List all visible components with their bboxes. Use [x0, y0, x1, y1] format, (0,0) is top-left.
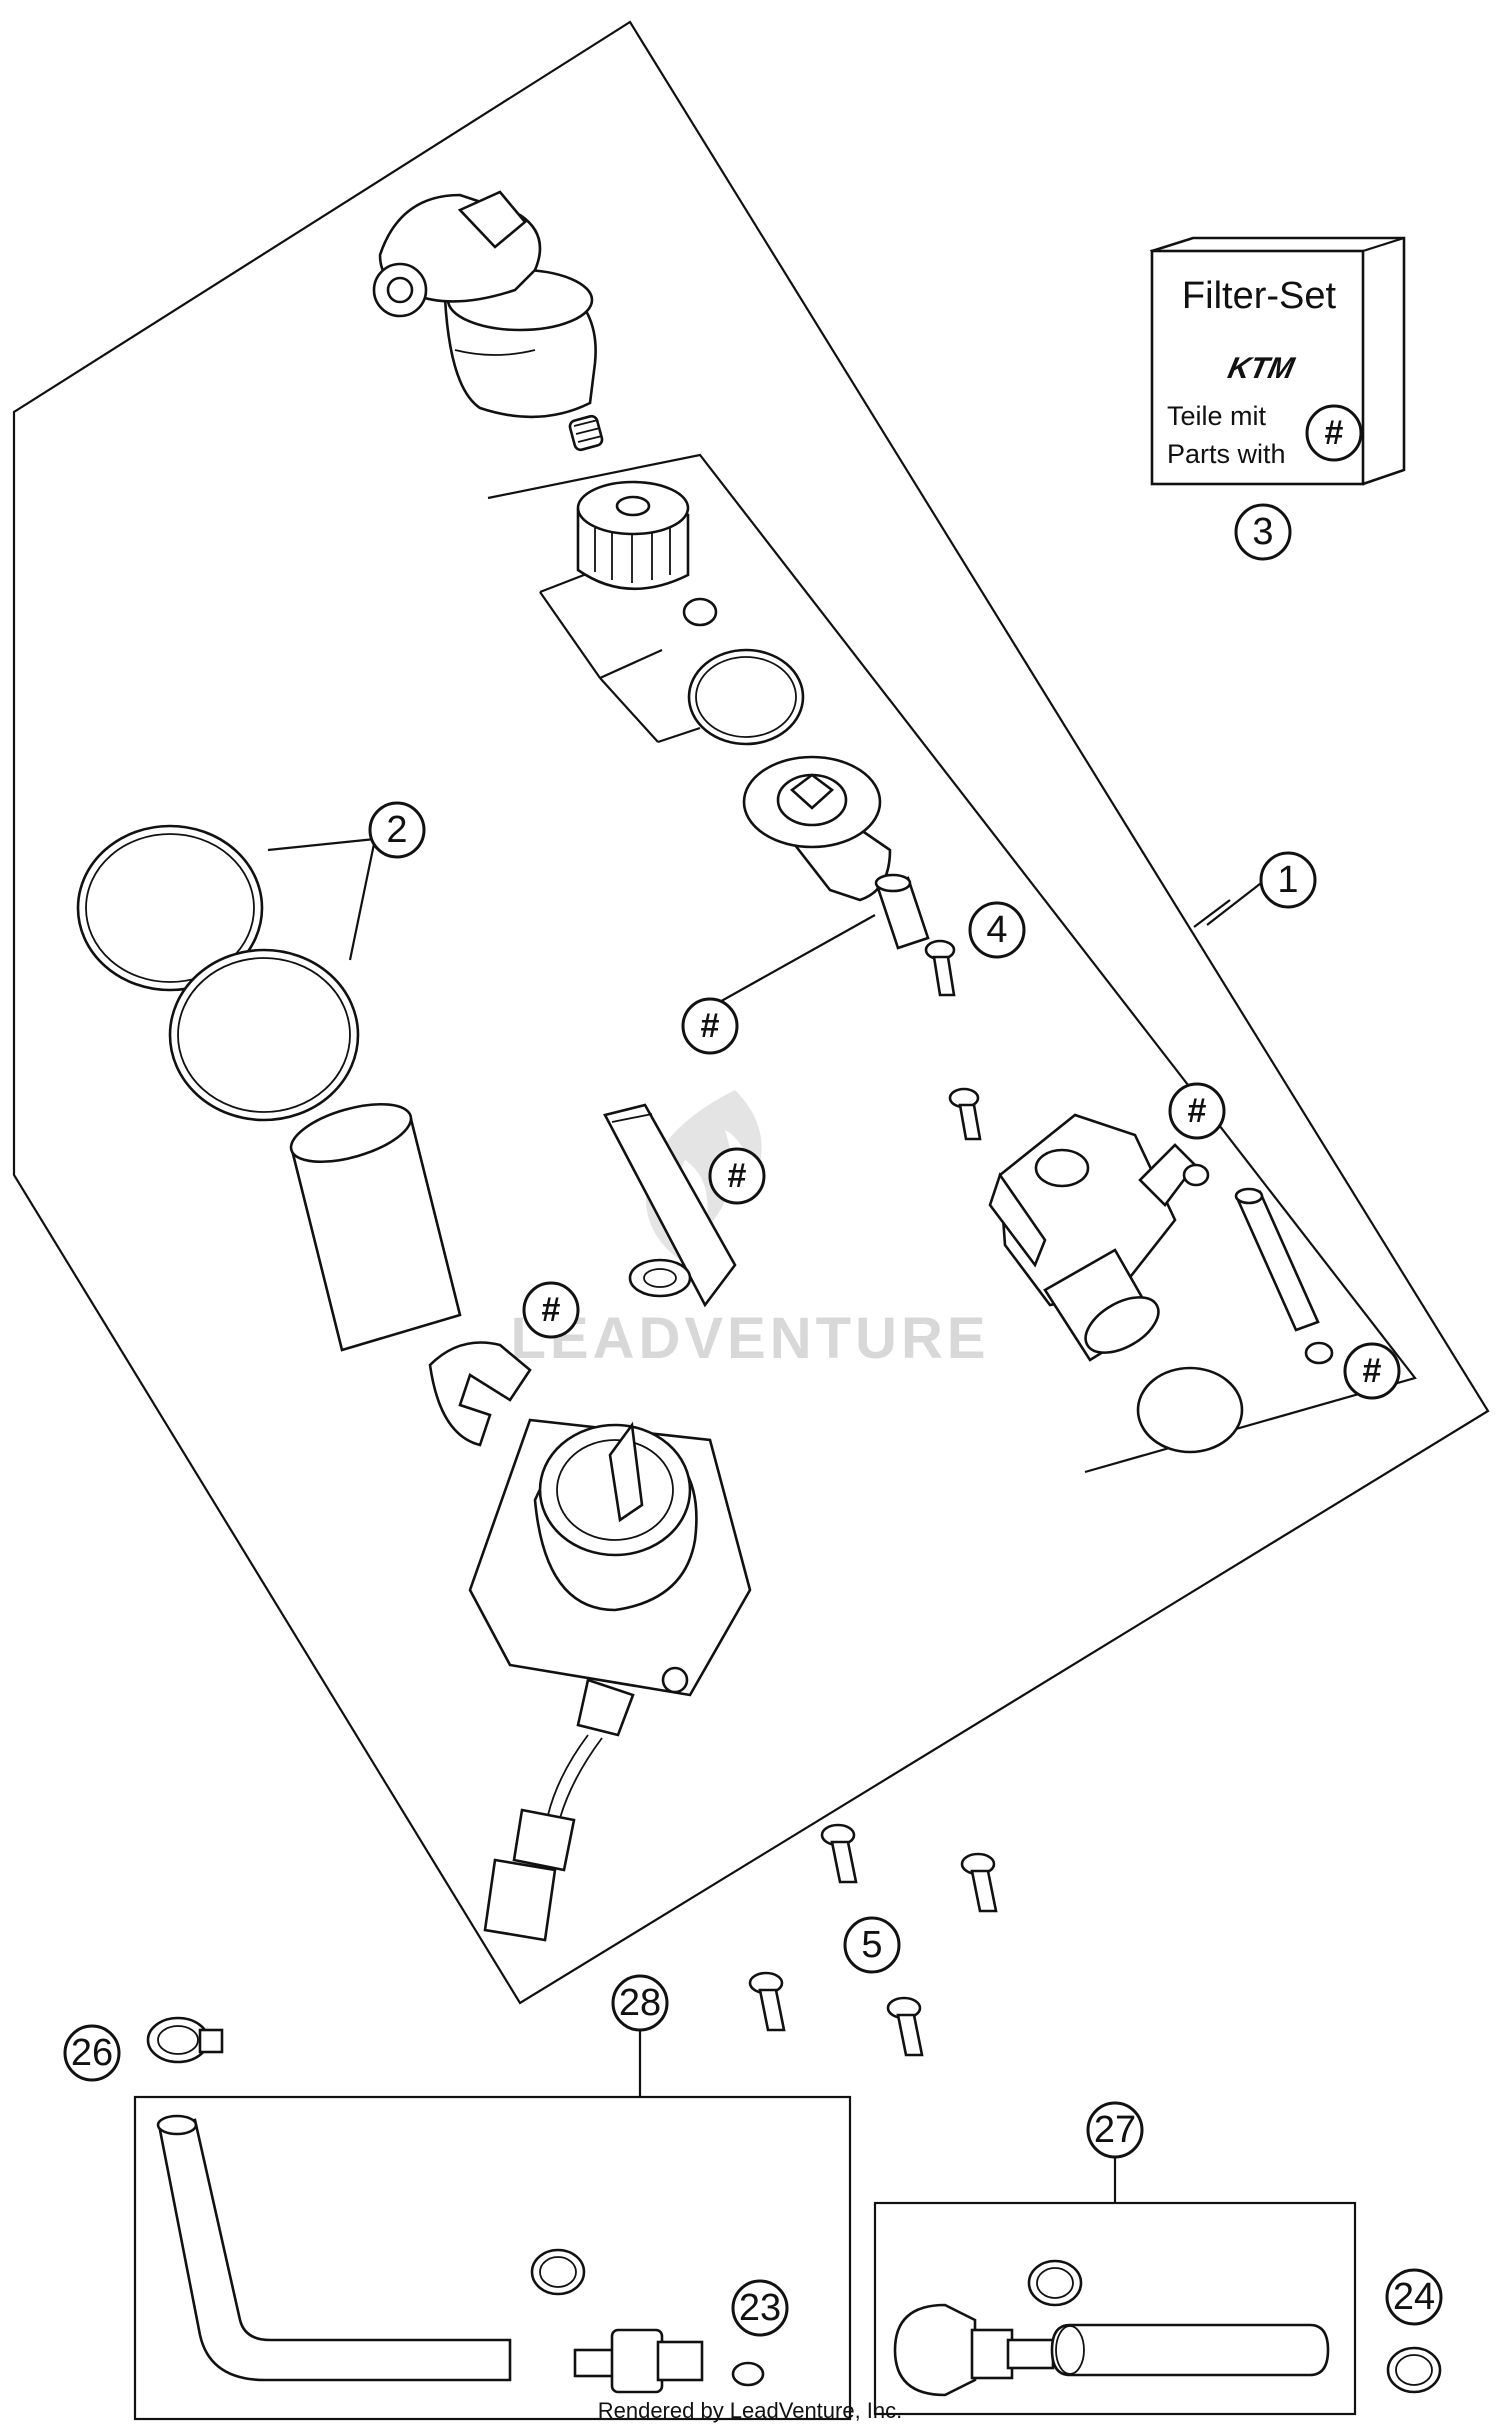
callout-1: 1: [1259, 851, 1317, 909]
callout-27: 27: [1086, 2101, 1144, 2159]
spring: [568, 414, 604, 452]
hose-clamp-26: [146, 2016, 224, 2064]
callout-26: 26: [63, 2024, 121, 2082]
svg-text:#: #: [728, 1157, 747, 1195]
ktm-logo: KTM: [1225, 352, 1298, 385]
callout-5: 5: [843, 1916, 901, 1974]
fuel-tube: [1234, 1187, 1320, 1332]
pump-housing: [468, 1418, 752, 1737]
hash-callout-b: #: [708, 1147, 766, 1205]
assembly-frame: [12, 20, 1490, 2005]
fuel-filter: [576, 480, 690, 591]
strainer-bracket: [603, 1103, 737, 1308]
wiring-connector: [483, 1734, 603, 1942]
hash-callout-e: #: [1343, 1342, 1401, 1400]
svg-text:23: 23: [739, 2287, 781, 2329]
pressure-regulator: [372, 190, 597, 419]
svg-text:27: 27: [1094, 2109, 1136, 2151]
callout-23: 23: [731, 2279, 789, 2337]
footer-credit: Rendered by LeadVenture, Inc.: [598, 2398, 903, 2423]
o-ring-pump: [1136, 1366, 1244, 1454]
callout-2: 2: [368, 801, 426, 859]
hash-callout-a: #: [681, 997, 739, 1055]
filter-set-line1: Teile mit: [1167, 401, 1267, 431]
hose-clamp-28: [530, 2248, 586, 2296]
svg-text:24: 24: [1393, 2276, 1435, 2318]
hose-clamp-27: [1027, 2259, 1083, 2307]
callout-3: 3: [1234, 503, 1292, 561]
svg-text:1: 1: [1277, 859, 1298, 901]
hose-kit-27: [873, 2156, 1357, 2416]
svg-text:4: 4: [986, 909, 1007, 951]
fuel-pump: [988, 1113, 1197, 1362]
quick-connector: [573, 2328, 704, 2394]
svg-text:2: 2: [386, 809, 407, 851]
washer-a: [1182, 1163, 1210, 1187]
hash-callout-d: #: [522, 1281, 580, 1339]
screw-pump: [948, 1087, 982, 1141]
filter-insert: [742, 755, 892, 902]
hose-kit-28: [133, 2029, 852, 2421]
callout-28: 28: [611, 1974, 669, 2032]
clip: [428, 1341, 532, 1447]
filter-set-box: Filter-Set KTM Teile mit Parts with #: [1149, 236, 1406, 486]
filter-set-title: Filter-Set: [1182, 275, 1337, 317]
callout-4: 4: [968, 901, 1026, 959]
hose-clamp-24: [1386, 2346, 1442, 2394]
svg-text:28: 28: [619, 1982, 661, 2024]
watermark-text: LEADVENTURE: [510, 1306, 989, 1371]
watermark-logo: [646, 1090, 762, 1270]
filter-set-hash: #: [1325, 414, 1344, 452]
small-o-ring: [682, 597, 718, 627]
watermark: LEADVENTURE: [510, 1090, 989, 1371]
svg-text:#: #: [1188, 1092, 1207, 1130]
svg-text:5: 5: [861, 1924, 882, 1966]
washer-b: [1304, 1341, 1334, 1365]
bolts-5: [748, 1823, 998, 2057]
svg-text:3: 3: [1252, 511, 1273, 553]
o-rings-2: [76, 824, 360, 1122]
sleeve: [874, 873, 930, 950]
filter-set-line2: Parts with: [1167, 439, 1286, 469]
screw-4: [924, 939, 956, 997]
hash-callout-c: #: [1168, 1082, 1226, 1140]
o-ring-medium: [687, 648, 805, 746]
svg-text:26: 26: [71, 2032, 113, 2074]
callout-24: 24: [1385, 2268, 1443, 2326]
svg-text:#: #: [1363, 1352, 1382, 1390]
svg-text:#: #: [542, 1291, 561, 1329]
svg-text:#: #: [701, 1007, 720, 1045]
filter-sleeve: [289, 1102, 462, 1352]
o-ring-23: [731, 2361, 765, 2387]
subassembly-bracket: [487, 453, 1417, 1474]
